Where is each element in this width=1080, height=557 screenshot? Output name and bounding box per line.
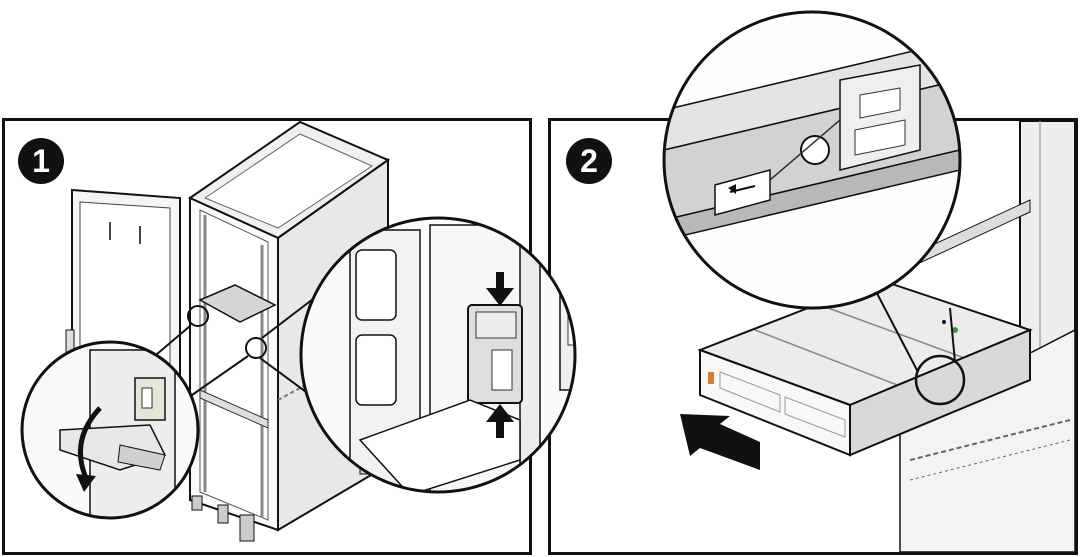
step-2-badge: 2	[566, 138, 612, 184]
push-arrow-icon	[486, 272, 514, 438]
latch-zoom-large	[299, 216, 577, 494]
step-1-badge: 1	[18, 138, 64, 184]
rotate-arrow-icon	[77, 406, 102, 479]
latch-zoom-small	[20, 340, 200, 520]
rail-zoom	[662, 10, 962, 310]
pull-arrow-icon	[680, 414, 760, 470]
server-in-rack	[680, 121, 1075, 552]
